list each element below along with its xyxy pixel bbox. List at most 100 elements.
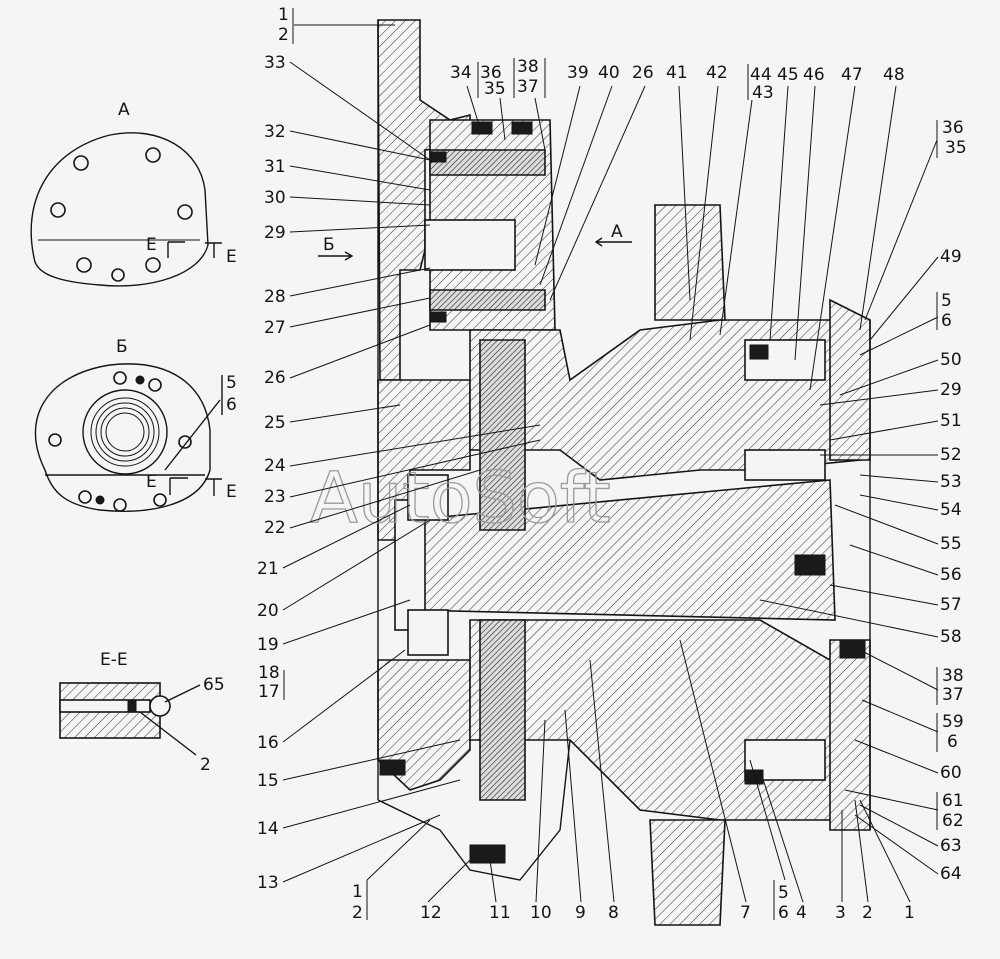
section-e-e-title: Е-Е xyxy=(100,650,128,670)
callout-leaders-top xyxy=(466,58,897,391)
callout-38-right: 38 xyxy=(942,666,964,686)
callout-5-right: 5 xyxy=(941,291,952,311)
callout-57: 57 xyxy=(940,595,962,615)
callout-52: 52 xyxy=(940,445,962,465)
callout-25: 25 xyxy=(264,413,286,433)
callout-17: 17 xyxy=(258,682,280,702)
callout-37-top: 37 xyxy=(517,77,539,97)
callout-44: 44 xyxy=(750,65,772,85)
callout-38-top: 38 xyxy=(517,57,539,77)
view-b-bolt-holes xyxy=(48,371,192,512)
callout-27: 27 xyxy=(264,318,286,338)
callout-23: 23 xyxy=(264,487,286,507)
view-b-hub-outer xyxy=(82,389,168,475)
section-e-e-pin xyxy=(149,695,171,717)
view-a: А Е Е xyxy=(30,100,237,287)
bearing-53 xyxy=(744,449,826,481)
callout-22: 22 xyxy=(264,518,286,538)
view-b-section-mark-2: Е xyxy=(226,482,237,502)
callout-20: 20 xyxy=(257,601,279,621)
callout-8: 8 xyxy=(608,903,619,923)
callout-leaders-bottom xyxy=(366,639,911,920)
direction-arrows: Б А xyxy=(318,222,632,261)
callout-36-top: 36 xyxy=(480,63,502,83)
callout-60: 60 xyxy=(940,763,962,783)
callout-6-right-2: 6 xyxy=(947,732,958,752)
view-b-callout-6: 6 xyxy=(226,395,237,415)
callout-59: 59 xyxy=(942,712,964,732)
callouts-left: 33 32 31 30 29 28 27 26 25 24 23 22 21 2… xyxy=(257,53,541,893)
callout-leaders-left xyxy=(282,61,541,883)
callout-bottom-2: 2 xyxy=(352,903,363,923)
wheel-rim-bottom xyxy=(649,819,726,926)
arrow-b-label: Б xyxy=(323,235,335,255)
main-section xyxy=(377,19,871,926)
satellite-gear-lower xyxy=(479,619,526,801)
callout-bottom-1: 1 xyxy=(352,882,363,902)
section-e-e-leaders xyxy=(139,684,201,756)
planet-carrier-lower xyxy=(469,619,861,821)
callout-54: 54 xyxy=(940,500,962,520)
upper-gear-bore xyxy=(424,219,516,271)
callout-4: 4 xyxy=(796,903,807,923)
view-b-outline xyxy=(34,363,211,512)
callout-11: 11 xyxy=(489,903,511,923)
callout-40: 40 xyxy=(598,63,620,83)
wheel-rim-top xyxy=(654,204,726,321)
callout-32: 32 xyxy=(264,122,286,142)
view-a-section-mark-2: Е xyxy=(226,247,237,267)
arrow-b xyxy=(318,251,354,261)
callout-53: 53 xyxy=(940,472,962,492)
callout-7: 7 xyxy=(740,903,751,923)
callout-50: 50 xyxy=(940,350,962,370)
callout-9: 9 xyxy=(575,903,586,923)
callout-24: 24 xyxy=(264,456,286,476)
callout-14: 14 xyxy=(257,819,279,839)
callout-47: 47 xyxy=(841,65,863,85)
callout-3: 3 xyxy=(835,903,846,923)
callout-29: 29 xyxy=(264,223,286,243)
callout-55: 55 xyxy=(940,534,962,554)
callout-37-right: 37 xyxy=(942,685,964,705)
callout-39: 39 xyxy=(567,63,589,83)
callout-13: 13 xyxy=(257,873,279,893)
callout-12: 12 xyxy=(420,903,442,923)
view-b-title: Б xyxy=(116,337,128,357)
view-a-section-mark: Е xyxy=(146,235,157,255)
view-a-title: А xyxy=(118,100,130,120)
view-b-section-arrows xyxy=(169,477,222,496)
callout-28: 28 xyxy=(264,287,286,307)
bearing-21 xyxy=(407,474,449,521)
right-cover-lower xyxy=(829,639,871,831)
view-a-section-arrows xyxy=(167,241,222,258)
watermark: AutoSoft xyxy=(310,457,611,539)
callout-top-2: 2 xyxy=(278,25,289,45)
callout-35-right: 35 xyxy=(945,138,967,158)
callout-10: 10 xyxy=(530,903,552,923)
callout-6-right: 6 xyxy=(941,311,952,331)
callout-leaders-right xyxy=(759,120,939,875)
callout-31: 31 xyxy=(264,157,286,177)
callout-61: 61 xyxy=(942,791,964,811)
callout-26: 26 xyxy=(264,368,286,388)
callout-45: 45 xyxy=(777,65,799,85)
callout-top-1: 1 xyxy=(278,5,289,25)
section-e-e-callout-2: 2 xyxy=(200,755,211,775)
section-e-e: Е-Е 65 2 xyxy=(59,650,225,775)
callout-36-right: 36 xyxy=(942,118,964,138)
callout-46: 46 xyxy=(803,65,825,85)
callout-51: 51 xyxy=(940,411,962,431)
callouts-bottom: 1 2 12 11 10 9 8 7 5 6 4 3 2 1 xyxy=(352,639,915,923)
callout-41: 41 xyxy=(666,63,688,83)
callout-1-bottom: 1 xyxy=(904,903,915,923)
callout-2-bottom: 2 xyxy=(862,903,873,923)
section-e-e-callout-65: 65 xyxy=(203,675,225,695)
callout-21: 21 xyxy=(257,559,279,579)
callout-63: 63 xyxy=(940,836,962,856)
callout-56: 56 xyxy=(940,565,962,585)
callouts-right: 36 35 49 5 6 50 29 51 52 53 54 55 56 57 … xyxy=(759,118,967,884)
callout-18: 18 xyxy=(258,663,280,683)
callout-6-bottom: 6 xyxy=(778,903,789,923)
callout-29-right: 29 xyxy=(940,380,962,400)
